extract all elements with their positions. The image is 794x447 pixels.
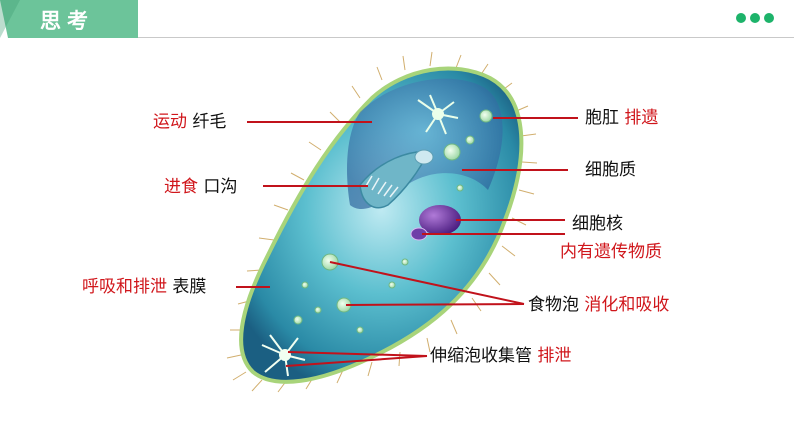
function-egestion: 排遗 — [624, 108, 659, 128]
header-tab — [0, 0, 138, 38]
oral-groove — [359, 151, 430, 209]
structure-food-vacuole: 食物泡 — [528, 295, 579, 315]
structure-pellicle: 表膜 — [172, 277, 207, 297]
page-title: 思考 — [40, 9, 94, 33]
food-vacuoles — [293, 109, 493, 334]
dot-icon — [736, 13, 746, 23]
cilia — [226, 51, 538, 393]
function-digestion-absorption: 消化和吸收 — [584, 295, 670, 315]
contractile-vacuole-bottom — [261, 334, 306, 377]
macronucleus — [419, 205, 461, 235]
structure-anal-pore: 胞肛 — [585, 108, 619, 128]
label-food-vacuole: 食物泡 消化和吸收 — [528, 295, 669, 315]
annotation-lines — [236, 117, 578, 367]
contractile-vacuole-top — [417, 94, 459, 135]
structure-contractile-vacuole: 伸缩泡收集管 — [430, 346, 532, 366]
dot-icon — [764, 13, 774, 23]
more-dots-icon[interactable] — [736, 13, 774, 23]
structure-cytoplasm: 细胞质 — [585, 160, 636, 180]
label-genetic-material: 内有遗传物质 — [560, 242, 662, 262]
label-nucleus: 细胞核 — [572, 214, 623, 234]
header-divider — [138, 37, 794, 38]
contractile-vacuole-pointer-2 — [285, 355, 428, 367]
label-pellicle: 呼吸和排泄 表膜 — [82, 277, 206, 297]
food-vacuole-pointer-2 — [345, 303, 525, 306]
structure-nucleus: 细胞核 — [572, 214, 623, 234]
label-cilia: 运动 纤毛 — [153, 112, 226, 132]
structure-cilia: 纤毛 — [192, 112, 227, 132]
label-contractile-vacuole: 伸缩泡收集管 排泄 — [430, 346, 571, 366]
label-anal-pore: 胞肛 排遗 — [585, 108, 658, 128]
function-respiration-excretion: 呼吸和排泄 — [82, 277, 167, 297]
structure-oral-groove: 口沟 — [203, 177, 238, 197]
label-oral-groove: 进食 口沟 — [164, 177, 237, 197]
function-genetic-material: 内有遗传物质 — [560, 242, 662, 262]
function-feeding: 进食 — [164, 177, 198, 197]
oral-groove-cilia — [365, 175, 399, 198]
contractile-vacuole-pointer-1 — [287, 351, 428, 357]
function-motion: 运动 — [153, 112, 187, 132]
food-vacuole-pointer-1 — [329, 261, 525, 305]
gullet — [414, 149, 434, 165]
function-excretion: 排泄 — [537, 346, 572, 366]
label-cytoplasm: 细胞质 — [585, 160, 636, 180]
dot-icon — [750, 13, 760, 23]
